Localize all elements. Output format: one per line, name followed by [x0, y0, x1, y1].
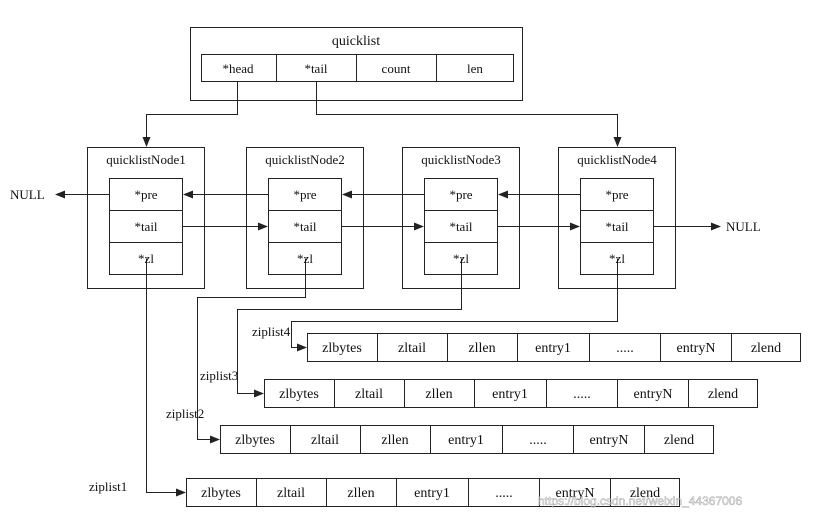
quicklist-fields-row [201, 54, 514, 82]
ziplist3-cell: zllen [425, 387, 452, 402]
ziplist2-cell: zlend [664, 433, 694, 448]
ziplist4-cell: zlend [751, 341, 781, 356]
quicklist-len-field: len [467, 61, 483, 76]
ziplist3-cell: zltail [355, 387, 383, 402]
ziplist2-row [220, 425, 714, 454]
node4-zl-field: *zl [609, 251, 625, 266]
ziplist3-label: ziplist3 [200, 368, 238, 383]
ziplist4-cell: zltail [398, 341, 426, 356]
ziplist3-cell: entry1 [492, 387, 528, 402]
ziplist2-cell: entry1 [448, 433, 484, 448]
ziplist2-cell: ..... [529, 433, 547, 448]
ziplist4-cell: entryN [677, 341, 716, 356]
node1-pre-field: *pre [134, 187, 157, 202]
node2-tail-field: *tail [293, 219, 316, 234]
node1-zl-field: *zl [138, 251, 154, 266]
node3-zl-field: *zl [453, 251, 469, 266]
ziplist4-cell: ..... [616, 341, 634, 356]
ziplist2-label: ziplist2 [166, 406, 204, 421]
ziplist4-row [307, 333, 801, 362]
null-right-label: NULL [726, 219, 761, 234]
node4-title: quicklistNode4 [577, 152, 657, 167]
null-left-label: NULL [10, 187, 45, 202]
zl-arrow-node2 [197, 258, 306, 444]
ziplist4-label: ziplist4 [252, 324, 291, 339]
ziplist2-cell: entryN [590, 433, 629, 448]
ziplist3-cell: zlend [708, 387, 738, 402]
ziplist2-cell: zltail [311, 433, 339, 448]
ziplist1-cell: zltail [277, 486, 305, 501]
zl-arrow-node4 [291, 258, 618, 352]
ziplist1-cell: zllen [347, 486, 374, 501]
quicklist-box [190, 27, 523, 101]
node2-pre-field: *pre [293, 187, 316, 202]
ziplist4-cell: zlbytes [322, 341, 362, 356]
node4-tail-field: *tail [605, 219, 628, 234]
quicklist-count-field: count [382, 61, 411, 76]
ziplist2-cell: zllen [381, 433, 408, 448]
ziplist3-cell: ..... [573, 387, 591, 402]
ziplist4-cell: zllen [468, 341, 495, 356]
node4-pre-field: *pre [605, 187, 628, 202]
ziplist1-cell: entryN [556, 486, 595, 501]
ziplist1-label: ziplist1 [89, 479, 127, 494]
ziplist1-cell: ..... [495, 486, 513, 501]
ziplist1-cell: entry1 [414, 486, 450, 501]
ziplist3-row [264, 379, 758, 408]
quicklist-head-field: *head [222, 61, 254, 76]
ziplist4-cell: entry1 [535, 341, 571, 356]
node3-tail-field: *tail [449, 219, 472, 234]
node2-zl-field: *zl [297, 251, 313, 266]
ziplist1-cell: zlend [630, 486, 660, 501]
node1-tail-field: *tail [134, 219, 157, 234]
zl-arrow-node3 [237, 258, 462, 398]
connector-arrows [55, 81, 721, 493]
ziplist3-cell: zlbytes [279, 387, 319, 402]
watermark-url: https://blog.csdn.net/weixin_44367006 [538, 494, 742, 508]
head-pointer-arrow [142, 81, 238, 147]
quicklist-title: quicklist [332, 34, 380, 49]
zl-arrow-node1 [146, 258, 186, 493]
node2-title: quicklistNode2 [265, 152, 344, 167]
node1-title: quicklistNode1 [106, 152, 185, 167]
ziplist1-cell: zlbytes [201, 486, 241, 501]
tail-pointer-arrow [316, 81, 622, 147]
quicklist-tail-field: *tail [304, 61, 327, 76]
ziplist3-cell: entryN [634, 387, 673, 402]
ziplist2-cell: zlbytes [235, 433, 275, 448]
node3-title: quicklistNode3 [421, 152, 500, 167]
node3-pre-field: *pre [449, 187, 472, 202]
